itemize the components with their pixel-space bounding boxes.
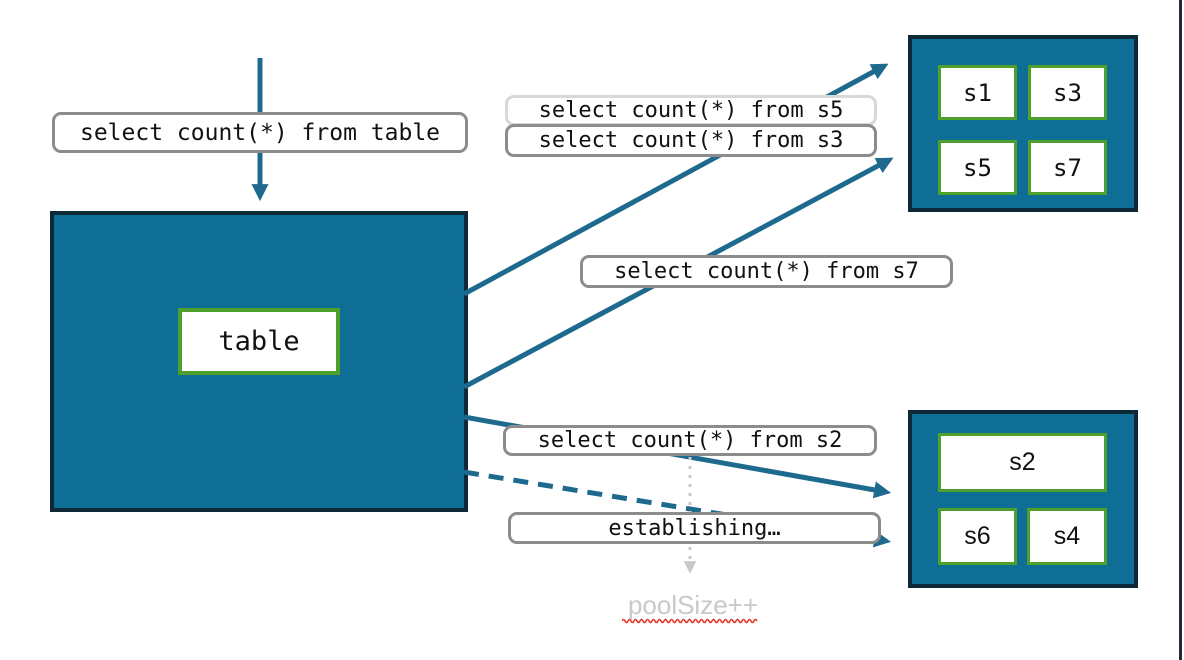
shard-s1-label: s1 [963, 78, 992, 107]
shard-s5-label: s5 [963, 153, 992, 182]
poolsize-text: poolSize++ [627, 589, 759, 620]
query-s7-text: select count(*) from s7 [614, 259, 919, 284]
callout-query-s5: select count(*) from s5 [505, 95, 877, 126]
callout-query-table: select count(*) from table [52, 112, 468, 153]
shard-node-s3: s3 [1028, 65, 1107, 120]
shard-node-s2: s2 [938, 433, 1107, 492]
shard-s4-label: s4 [1053, 522, 1081, 550]
shard-s3-label: s3 [1053, 78, 1082, 107]
callout-query-s7: select count(*) from s7 [580, 255, 953, 288]
shard-node-s1: s1 [938, 65, 1017, 120]
query-s3-text: select count(*) from s3 [538, 128, 844, 153]
establishing-text: establishing… [608, 515, 781, 541]
shard-node-s5: s5 [938, 140, 1017, 195]
query-s5-text: select count(*) from s5 [538, 98, 844, 123]
spellcheck-squiggle [622, 618, 758, 624]
slide-right-edge-line [1179, 0, 1182, 660]
shard-node-s7: s7 [1028, 140, 1107, 195]
callout-query-s2: select count(*) from s2 [503, 425, 877, 456]
shard-s2-label: s2 [1009, 448, 1036, 476]
shard-node-s6: s6 [938, 508, 1017, 565]
shard-s7-label: s7 [1053, 153, 1082, 182]
shard-s6-label: s6 [964, 522, 991, 550]
table-node: table [178, 308, 340, 375]
shard-node-s4: s4 [1027, 508, 1107, 565]
callout-establishing: establishing… [508, 512, 881, 544]
query-table-text: select count(*) from table [79, 119, 441, 146]
callout-query-s3: select count(*) from s3 [505, 124, 877, 157]
query-s2-text: select count(*) from s2 [537, 428, 843, 453]
poolsize-note: poolSize++ [613, 589, 773, 620]
table-node-label: table [218, 326, 300, 357]
